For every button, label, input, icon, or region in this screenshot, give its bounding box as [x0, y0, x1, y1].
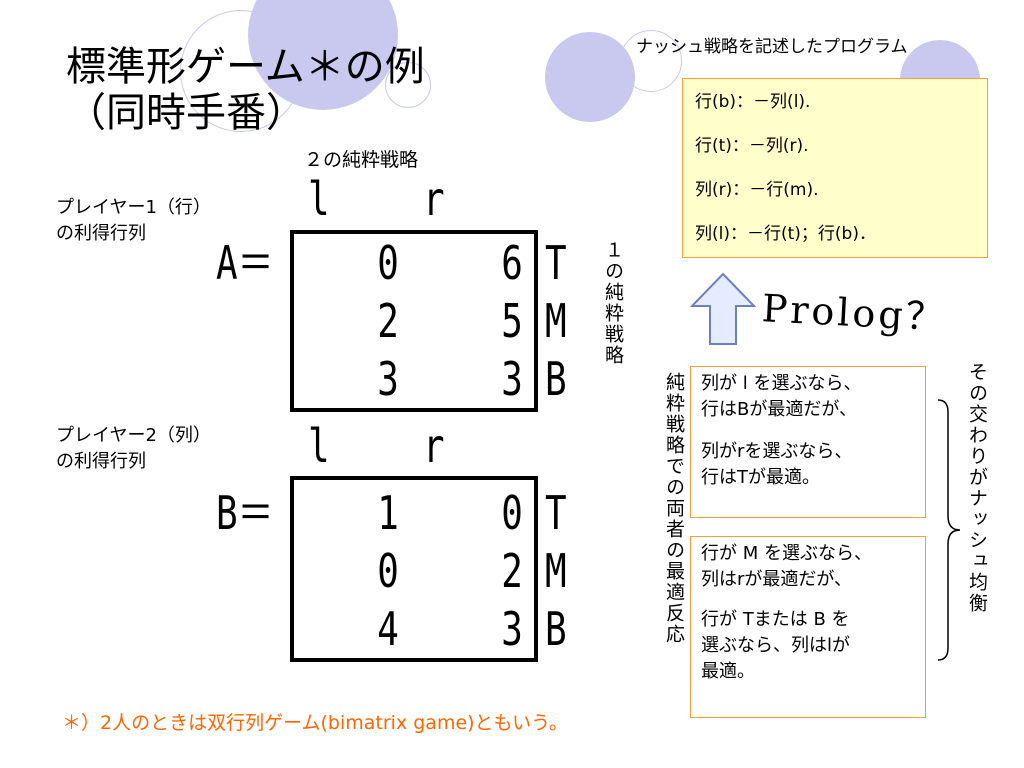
nash-program-caption: ナッシュ戦略を記述したプログラム — [636, 37, 908, 57]
matrix-b-row-m: M — [545, 544, 567, 598]
decorative-circle-outline — [180, 10, 302, 132]
response-2-line-2: 列はrが最適だが、 — [701, 569, 853, 590]
matrix-b-row-b: B — [545, 602, 567, 656]
decorative-circle-mid — [545, 32, 635, 122]
response-1-line-1: 列が l を選ぶなら、 — [701, 373, 862, 394]
up-arrow-icon — [690, 272, 756, 345]
prolog-line-1: 行(b)：－列(l). — [695, 92, 811, 112]
pure-strategies-2-label: ２の純粋戦略 — [304, 149, 419, 171]
slide-title: 標準形ゲーム＊の例 （同時手番） — [66, 44, 425, 136]
matrix-a-cell-b-l: 3 — [377, 352, 399, 406]
matrix-a-cell-b-r: 3 — [501, 352, 523, 406]
prolog-label: Prolog？ — [760, 286, 948, 340]
matrix-a-row-t: T — [545, 236, 567, 290]
matrix-b-box — [290, 476, 538, 662]
matrix-a-row-m: M — [545, 294, 567, 348]
matrix-b-cell-b-l: 4 — [377, 602, 399, 656]
prolog-line-2: 行(t)：－列(r). — [695, 136, 809, 156]
matrix-b-cell-t-r: 0 — [501, 486, 523, 540]
matrix-a-row-b: B — [545, 352, 567, 406]
matrix-a-column-r: r — [423, 172, 445, 226]
matrix-b-row-t: T — [545, 486, 567, 540]
matrix-a-cell-m-l: 2 — [377, 294, 399, 348]
matrix-b-column-l: l — [308, 419, 330, 473]
response-1-line-3: 列がrを選ぶなら、 — [701, 441, 853, 462]
decorative-circle-outline-2 — [620, 30, 682, 92]
response-box-column-choice: 列が l を選ぶなら、 行はBが最適だが、 列がrを選ぶなら、 行はTが最適。 — [690, 366, 926, 518]
response-box-row-choice: 行が M を選ぶなら、 列はrが最適だが、 行が Tまたは B を 選ぶなら、列… — [690, 536, 926, 718]
prolog-program-box: 行(b)：－列(l). 行(t)：－列(r). 列(r)：－行(m). 列(l)… — [682, 78, 988, 258]
footnote: ＊）2人のときは双行列ゲーム(bimatrix game)ともいう。 — [62, 712, 569, 734]
matrix-b-column-r: r — [423, 419, 445, 473]
matrix-a-box — [290, 230, 538, 412]
player1-label: プレイヤー1（行） の利得行列 — [56, 197, 211, 244]
prolog-line-4: 列(l)：－行(t)；行(b)． — [695, 224, 876, 244]
pure-strategies-1-label: １の純粋戦略 — [602, 240, 624, 366]
matrix-b-cell-b-r: 3 — [501, 602, 523, 656]
matrix-a-cell-t-l: 0 — [377, 236, 399, 290]
response-1-line-2: 行はBが最適だが、 — [701, 399, 857, 420]
response-2-line-4: 選ぶなら、列はlが — [701, 635, 851, 656]
prolog-line-3: 列(r)：－行(m). — [695, 180, 819, 200]
response-2-line-5: 最適。 — [701, 661, 755, 682]
matrix-a-cell-m-r: 5 — [501, 294, 523, 348]
nash-equilibrium-label: その交わりがナッシュ均衡 — [966, 362, 988, 614]
player2-label: プレイヤー2（列） の利得行列 — [56, 425, 211, 472]
best-response-label: 純粋戦略での両者の最適反応 — [663, 372, 685, 645]
right-brace — [937, 399, 961, 661]
matrix-b-cell-m-l: 0 — [377, 544, 399, 598]
matrix-a-cell-t-r: 6 — [501, 236, 523, 290]
matrix-b-label: B＝ — [216, 486, 274, 540]
matrix-b-cell-t-l: 1 — [377, 486, 399, 540]
response-2-line-1: 行が M を選ぶなら、 — [701, 543, 872, 564]
decorative-circle-small — [385, 62, 431, 108]
matrix-a-label: A＝ — [216, 236, 274, 290]
matrix-b-cell-m-r: 2 — [501, 544, 523, 598]
response-2-line-3: 行が Tまたは B を — [701, 609, 850, 630]
response-1-line-4: 行はTが最適。 — [701, 467, 820, 488]
matrix-a-column-l: l — [308, 172, 330, 226]
